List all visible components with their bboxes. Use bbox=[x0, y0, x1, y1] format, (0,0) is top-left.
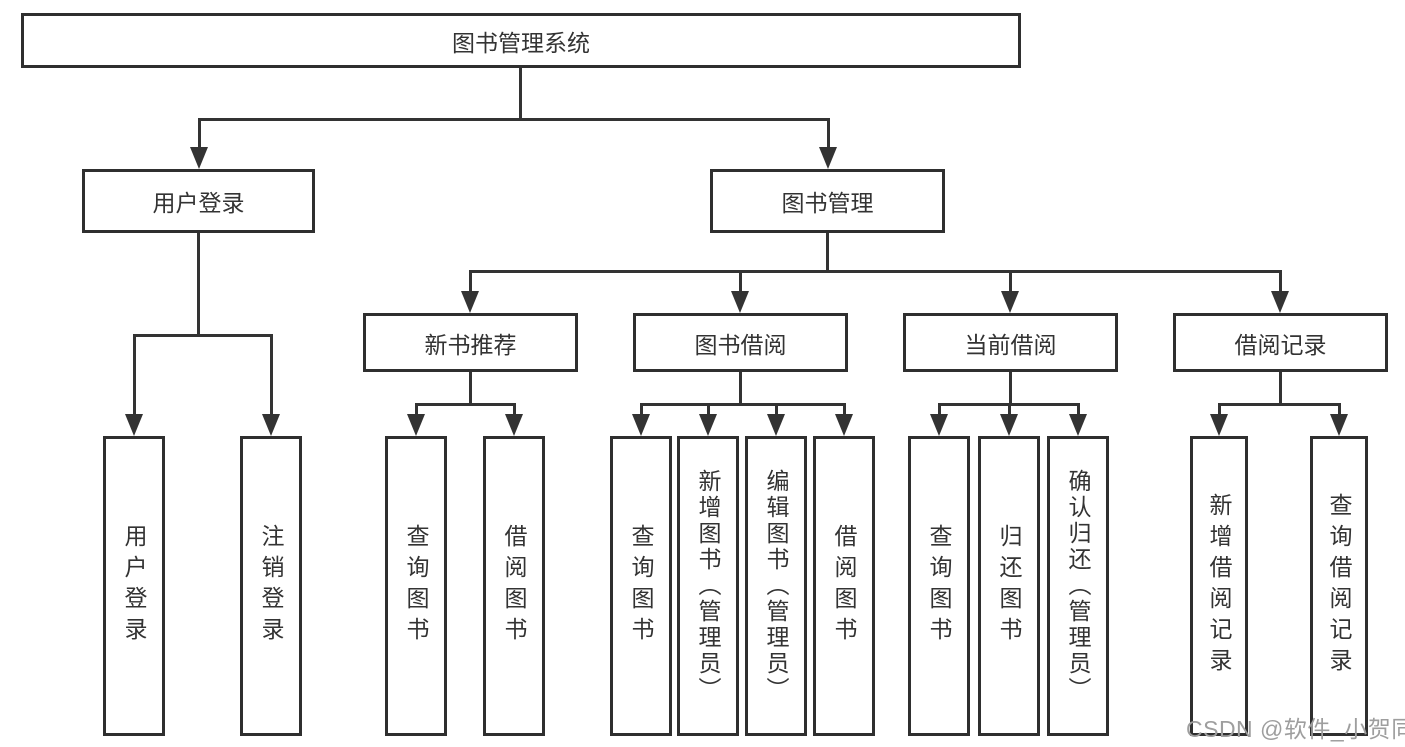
leaf-edit-book-admin: 编辑图书（管理员） bbox=[745, 436, 807, 736]
leaf-label: 确认归还（管理员） bbox=[1065, 469, 1091, 703]
connector-stem bbox=[1009, 372, 1012, 405]
arrow-down-icon bbox=[767, 414, 785, 436]
connector-stem bbox=[1008, 403, 1011, 415]
arrow-down-icon bbox=[632, 414, 650, 436]
arrow-down-icon bbox=[1210, 414, 1228, 436]
node-label: 用户登录 bbox=[152, 190, 245, 216]
connector-stem bbox=[133, 334, 136, 415]
connector-stem bbox=[198, 118, 201, 148]
connector-book-mgmt-split bbox=[469, 270, 1282, 273]
node-label: 图书借阅 bbox=[694, 331, 787, 358]
arrow-down-icon bbox=[407, 414, 425, 436]
leaf-label: 查询借阅记录 bbox=[1326, 493, 1352, 679]
arrow-down-icon bbox=[1001, 291, 1019, 313]
leaf-label: 查询图书 bbox=[628, 524, 654, 648]
connector-stem bbox=[513, 403, 516, 415]
arrow-down-icon bbox=[835, 414, 853, 436]
connector-split bbox=[415, 403, 516, 406]
connector-stem bbox=[1338, 403, 1341, 415]
connector-stem bbox=[938, 403, 941, 415]
leaf-query-books-current: 查询图书 bbox=[908, 436, 970, 736]
node-borrowing-records: 借阅记录 bbox=[1173, 313, 1388, 372]
connector-stem bbox=[1218, 403, 1221, 415]
node-label: 图书管理系统 bbox=[452, 29, 590, 56]
node-book-management: 图书管理 bbox=[710, 169, 945, 233]
arrow-down-icon bbox=[699, 414, 717, 436]
node-current-borrowing: 当前借阅 bbox=[903, 313, 1118, 372]
connector-split bbox=[640, 403, 845, 406]
leaf-label: 借阅图书 bbox=[501, 524, 527, 648]
leaf-label: 用户登录 bbox=[121, 524, 147, 648]
arrow-down-icon bbox=[125, 414, 143, 436]
connector-book-mgmt-stem bbox=[826, 233, 829, 273]
leaf-label: 归还图书 bbox=[996, 524, 1022, 648]
connector-root-stem bbox=[519, 68, 522, 120]
connector-stem bbox=[739, 270, 742, 292]
connector-stem bbox=[1279, 270, 1282, 292]
leaf-label: 查询图书 bbox=[926, 524, 952, 648]
node-label: 图书管理 bbox=[781, 190, 874, 216]
connector-user-login-split bbox=[133, 334, 273, 337]
connector-stem bbox=[1279, 372, 1282, 405]
connector-stem bbox=[827, 118, 830, 148]
connector-stem bbox=[707, 403, 710, 415]
connector-stem bbox=[270, 334, 273, 415]
node-label: 新书推荐 bbox=[424, 331, 517, 358]
connector-stem bbox=[640, 403, 643, 415]
watermark: CSDN @软件_小贺同学 bbox=[1186, 716, 1405, 742]
node-label: 当前借阅 bbox=[964, 331, 1057, 358]
node-book-borrowing: 图书借阅 bbox=[633, 313, 848, 372]
leaf-label: 编辑图书（管理员） bbox=[763, 469, 789, 703]
leaf-label: 新增借阅记录 bbox=[1206, 493, 1232, 679]
connector-stem bbox=[843, 403, 846, 415]
leaf-confirm-return-admin: 确认归还（管理员） bbox=[1047, 436, 1109, 736]
node-user-login: 用户登录 bbox=[82, 169, 315, 233]
node-label: 借阅记录 bbox=[1234, 331, 1327, 358]
connector-split bbox=[1218, 403, 1340, 406]
connector-stem bbox=[469, 372, 472, 405]
leaf-add-borrow-record: 新增借阅记录 bbox=[1190, 436, 1248, 736]
node-library-management-system: 图书管理系统 bbox=[21, 13, 1021, 68]
leaf-add-book-admin: 新增图书（管理员） bbox=[677, 436, 739, 736]
arrow-down-icon bbox=[190, 147, 208, 169]
arrow-down-icon bbox=[505, 414, 523, 436]
arrow-down-icon bbox=[262, 414, 280, 436]
leaf-label: 注销登录 bbox=[258, 524, 284, 648]
connector-stem bbox=[415, 403, 418, 415]
leaf-logout: 注销登录 bbox=[240, 436, 302, 736]
leaf-query-books-borrowing: 查询图书 bbox=[610, 436, 672, 736]
arrow-down-icon bbox=[731, 291, 749, 313]
leaf-label: 查询图书 bbox=[403, 524, 429, 648]
connector-user-login-stem bbox=[197, 233, 200, 336]
arrow-down-icon bbox=[1000, 414, 1018, 436]
leaf-user-login: 用户登录 bbox=[103, 436, 165, 736]
node-new-book-recommend: 新书推荐 bbox=[363, 313, 578, 372]
connector-stem bbox=[1009, 270, 1012, 292]
connector-stem bbox=[739, 372, 742, 405]
arrow-down-icon bbox=[819, 147, 837, 169]
arrow-down-icon bbox=[1069, 414, 1087, 436]
connector-root-split bbox=[198, 118, 830, 121]
arrow-down-icon bbox=[1271, 291, 1289, 313]
leaf-query-borrow-record: 查询借阅记录 bbox=[1310, 436, 1368, 736]
leaf-query-books-recommend: 查询图书 bbox=[385, 436, 447, 736]
leaf-return-book: 归还图书 bbox=[978, 436, 1040, 736]
connector-stem bbox=[775, 403, 778, 415]
leaf-label: 借阅图书 bbox=[831, 524, 857, 648]
arrow-down-icon bbox=[461, 291, 479, 313]
connector-stem bbox=[1077, 403, 1080, 415]
arrow-down-icon bbox=[930, 414, 948, 436]
leaf-label: 新增图书（管理员） bbox=[695, 469, 721, 703]
connector-stem bbox=[469, 270, 472, 292]
leaf-borrow-books-recommend: 借阅图书 bbox=[483, 436, 545, 736]
arrow-down-icon bbox=[1330, 414, 1348, 436]
leaf-borrow-books-borrowing: 借阅图书 bbox=[813, 436, 875, 736]
